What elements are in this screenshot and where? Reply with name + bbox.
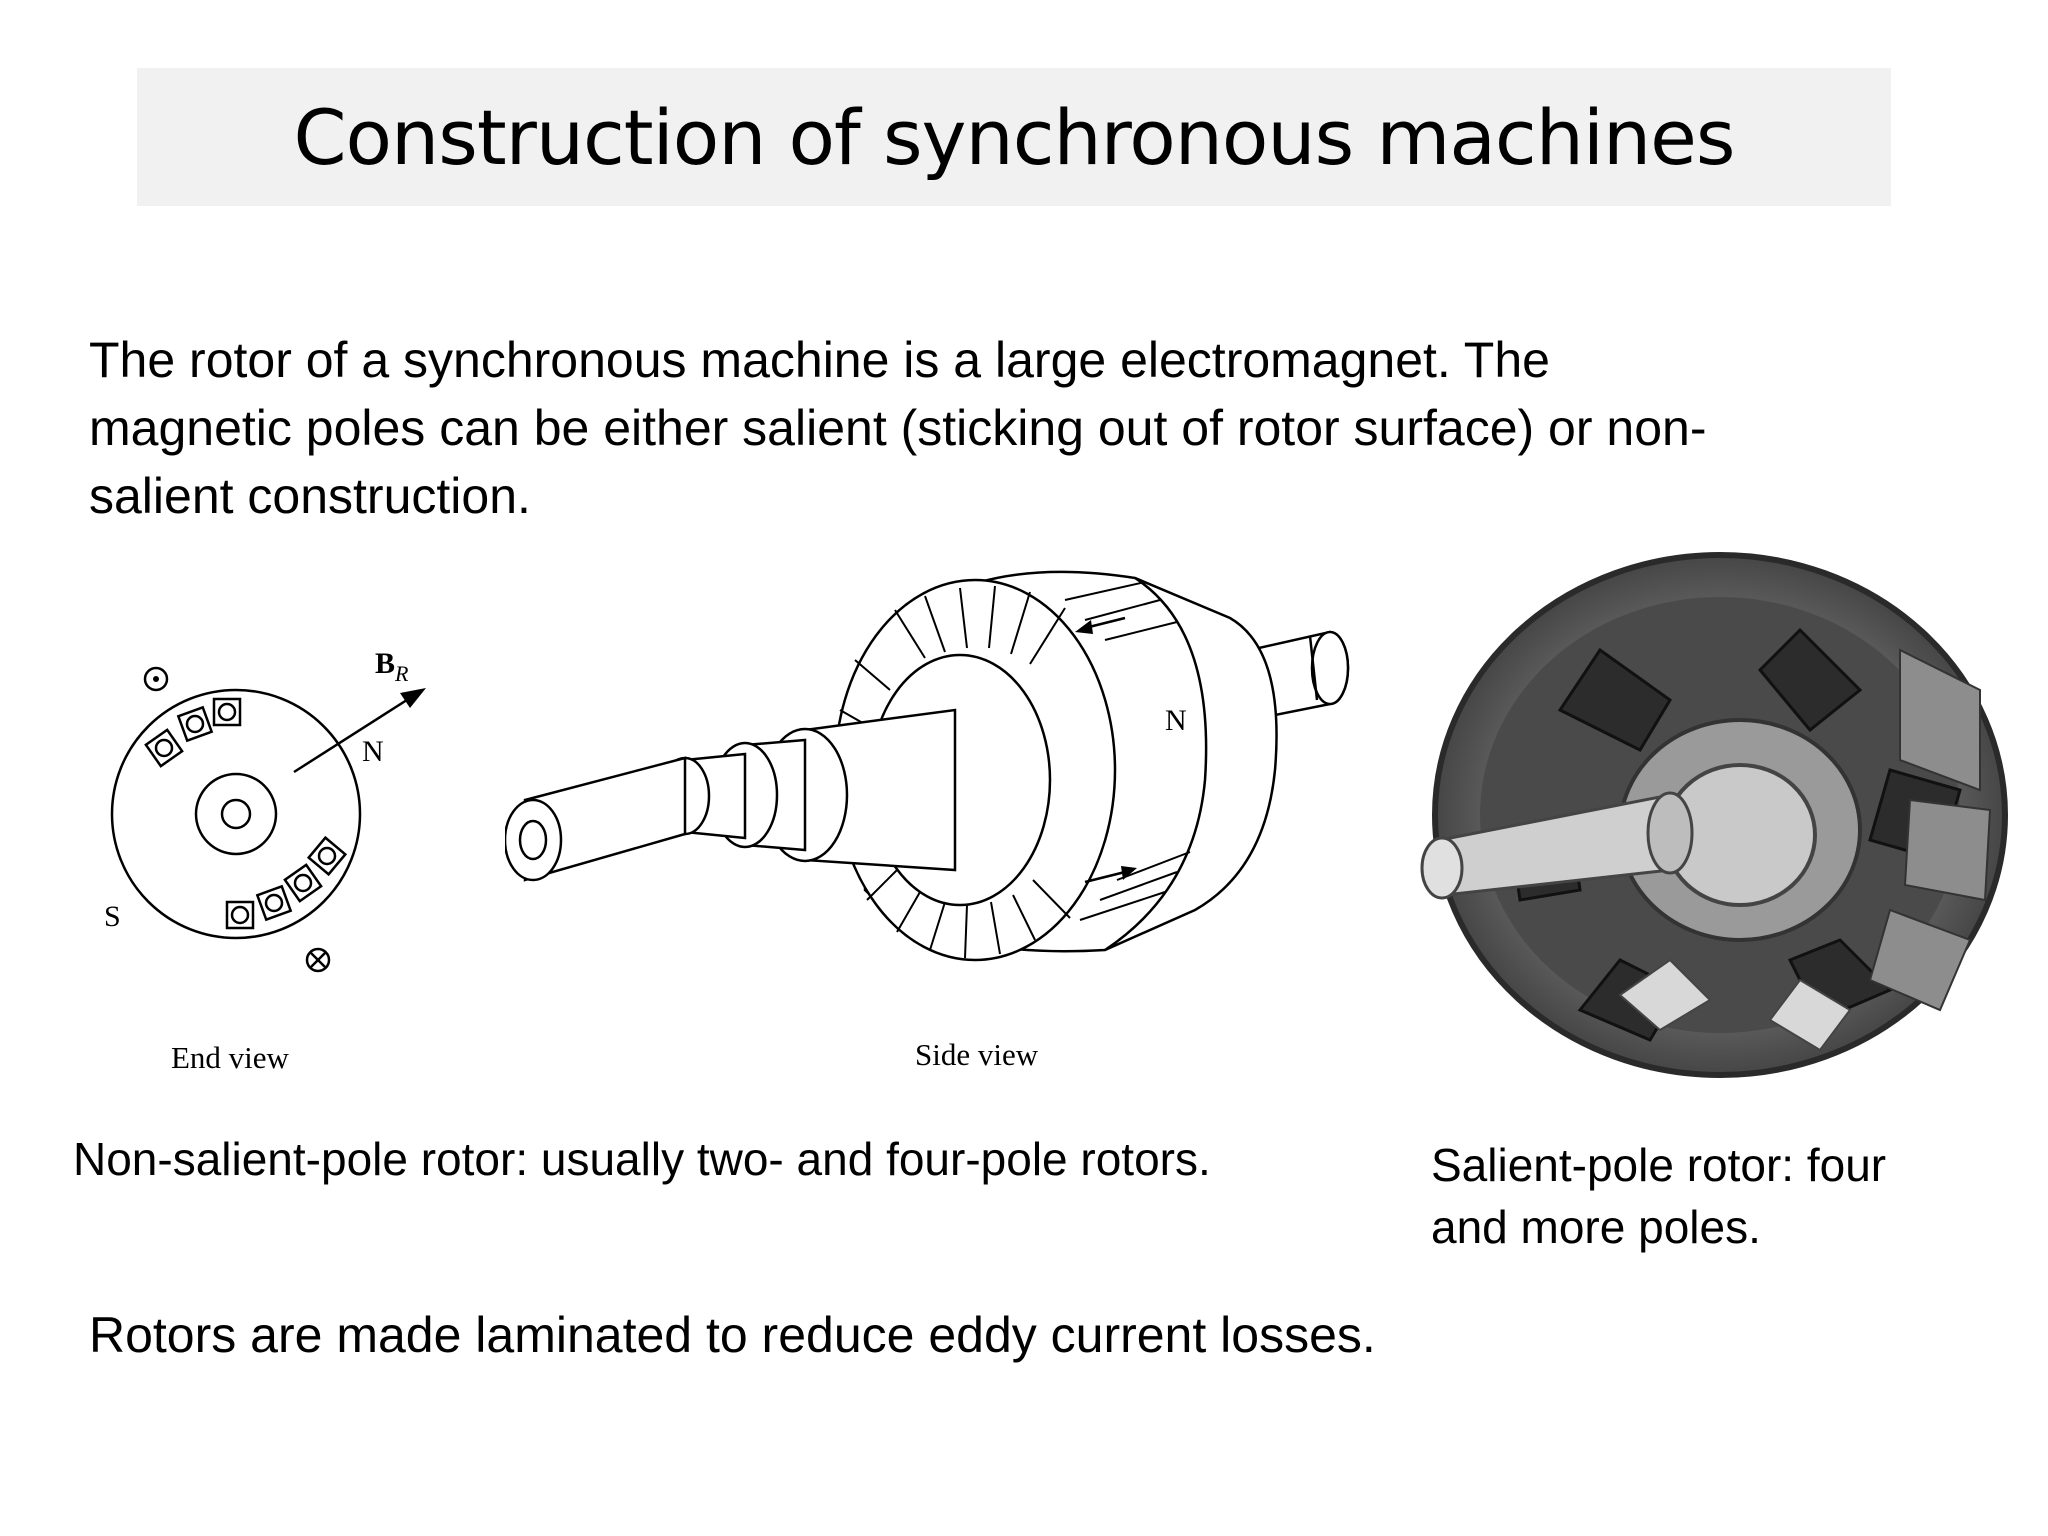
intro-line: The rotor of a synchronous machine is a … <box>89 332 1550 388</box>
slot <box>176 705 214 743</box>
br-label: BR <box>375 647 409 686</box>
side-view-drawing: N <box>505 570 1350 962</box>
end-view-diagram: BR N S <box>90 620 470 1040</box>
side-view-diagram: N <box>505 540 1385 980</box>
slot <box>144 728 184 768</box>
current-out-symbol <box>143 666 169 692</box>
salient-caption: Salient-pole rotor: four and more poles. <box>1431 1134 1886 1258</box>
intro-line: magnetic poles can be either salient (st… <box>89 400 1707 456</box>
rotor-outline <box>110 688 362 940</box>
north-pole-label: N <box>1165 704 1187 737</box>
slot <box>306 835 348 877</box>
intro-line: salient construction. <box>89 468 531 524</box>
slot <box>212 697 242 727</box>
salient-caption-line: and more poles. <box>1431 1201 1761 1253</box>
slot <box>283 863 323 903</box>
current-in-symbol <box>305 947 331 973</box>
end-view-drawing: BR N S <box>104 647 426 973</box>
intro-paragraph: The rotor of a synchronous machine is a … <box>89 326 1969 530</box>
slot <box>225 900 255 930</box>
south-pole-label: S <box>104 900 121 933</box>
slot <box>255 884 293 922</box>
shaft-outer <box>194 772 278 856</box>
salient-rotor-photo <box>1420 540 2010 1080</box>
slide-title: Construction of synchronous machines <box>293 92 1735 182</box>
salient-rotor-image <box>1420 552 2008 1078</box>
salient-caption-line: Salient-pole rotor: four <box>1431 1139 1887 1191</box>
non-salient-caption: Non-salient-pole rotor: usually two- and… <box>73 1133 1211 1185</box>
br-arrowhead <box>400 688 426 708</box>
shaft-inner <box>220 798 252 830</box>
side-view-caption: Side view <box>915 1037 1039 1072</box>
footer-text: Rotors are made laminated to reduce eddy… <box>89 1307 1376 1363</box>
br-arrow-line <box>293 696 411 774</box>
north-pole-label: N <box>362 735 384 768</box>
end-view-caption: End view <box>171 1040 289 1075</box>
title-bar: Construction of synchronous machines <box>137 68 1891 206</box>
